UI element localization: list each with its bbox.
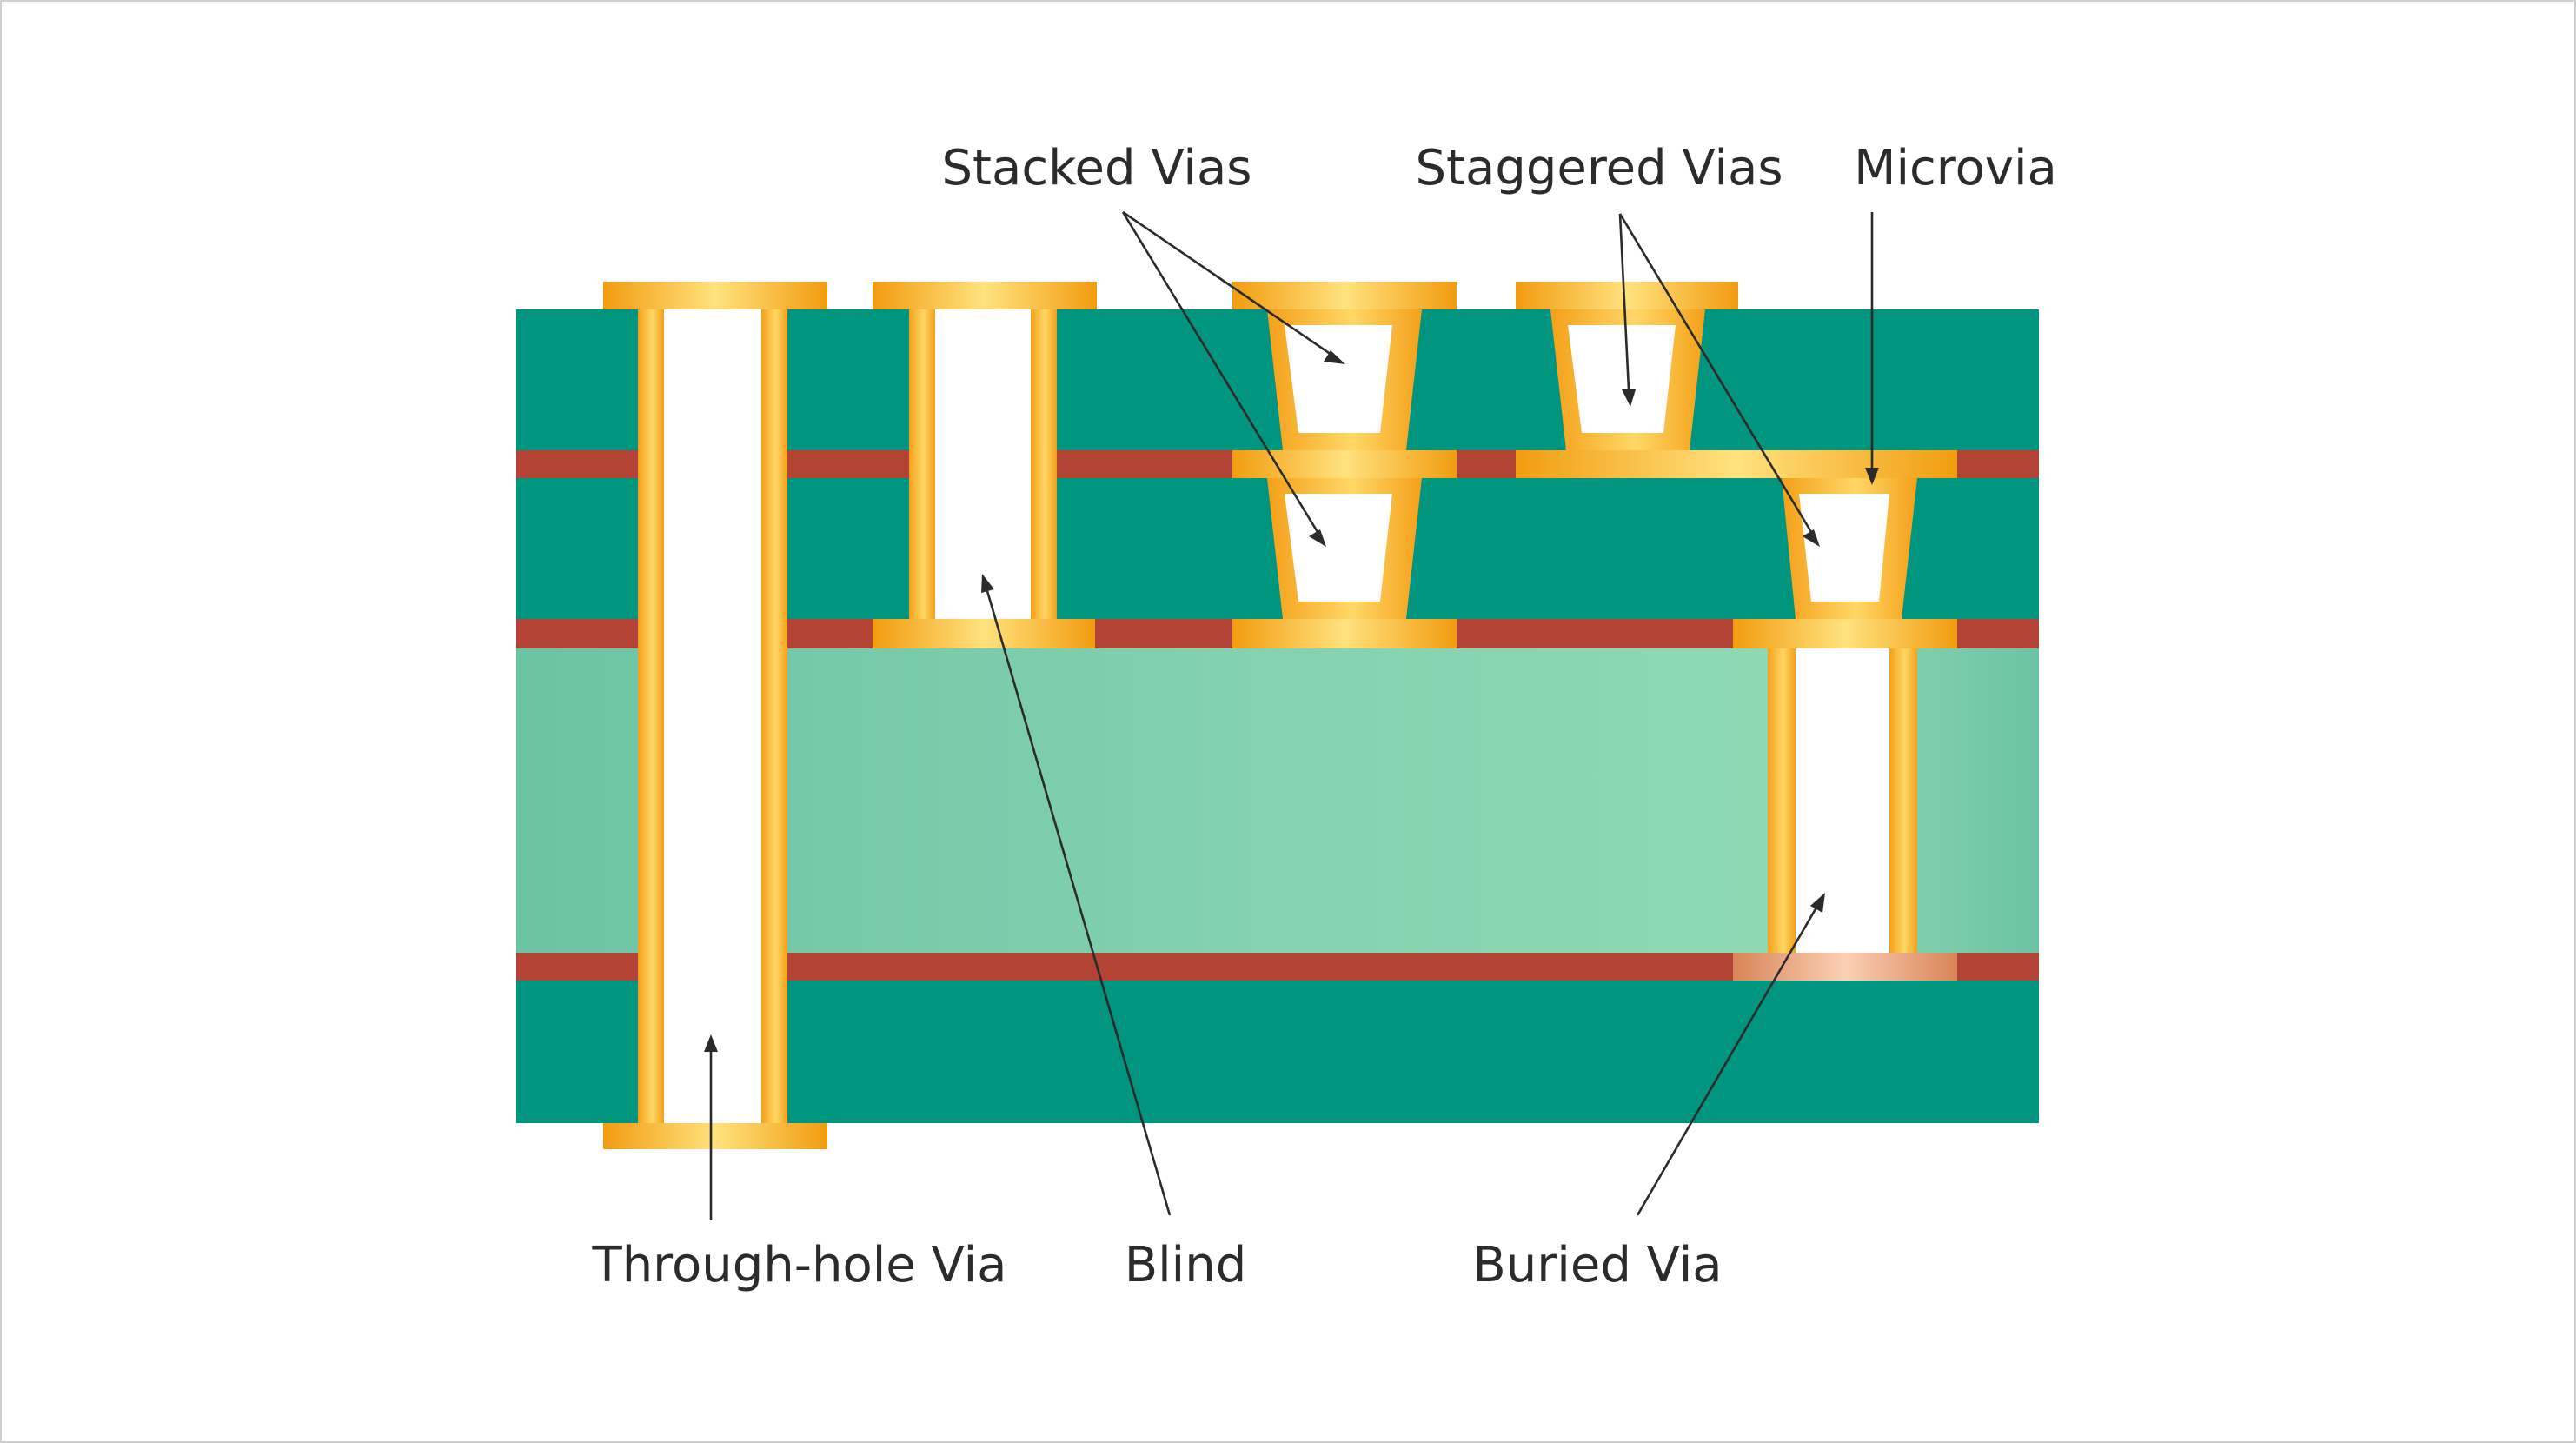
buried-via-label: Buried Via <box>1472 1237 1722 1293</box>
staggered-vias <box>1516 282 1957 619</box>
microvia-label: Microvia <box>1854 140 2057 196</box>
blind-label: Blind <box>1125 1237 1247 1293</box>
stacked-vias-label: Stacked Vias <box>942 140 1252 196</box>
through-hole-via-label: Through-hole Via <box>591 1237 1006 1293</box>
through-hole-via <box>603 282 827 1149</box>
blind-via <box>873 282 1097 648</box>
buried-via <box>1733 619 1957 981</box>
staggered-vias-label: Staggered Vias <box>1415 140 1783 196</box>
leader-lines <box>704 210 1879 1220</box>
stacked-vias <box>1232 282 1457 648</box>
